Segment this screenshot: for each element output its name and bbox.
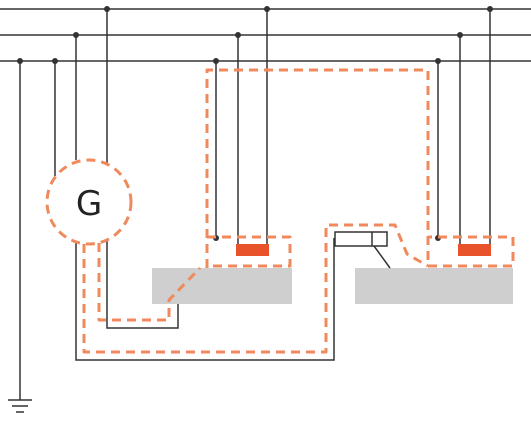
slab-right (355, 268, 513, 304)
wiring (19, 9, 491, 400)
junction-dot (17, 58, 23, 64)
junction-dots (17, 6, 493, 241)
fault-path-gen-outer (82, 223, 429, 354)
junction-dot (52, 58, 58, 64)
junction-dot (487, 6, 493, 12)
earth-loop-left (106, 230, 179, 329)
junction-dot (457, 32, 463, 38)
junction-dot (213, 58, 219, 64)
switch-lever (373, 245, 391, 269)
fault-path (82, 68, 515, 354)
earth-loop-main (75, 236, 335, 361)
junction-dot (264, 6, 270, 12)
junction-dot (235, 32, 241, 38)
ground-icon (8, 399, 32, 413)
fault-path-gen-inner (97, 243, 202, 322)
generator-icon: G (45, 158, 133, 246)
bus-lines (0, 8, 531, 62)
junction-dot (73, 32, 79, 38)
slab-left (152, 268, 292, 304)
switch-icon (334, 231, 388, 247)
heater-left (236, 244, 269, 256)
heater-right (458, 244, 491, 256)
fault-path-left-box (207, 235, 292, 268)
junction-dot (104, 6, 110, 12)
junction-dot (435, 58, 441, 64)
generator-label: G (76, 184, 102, 224)
